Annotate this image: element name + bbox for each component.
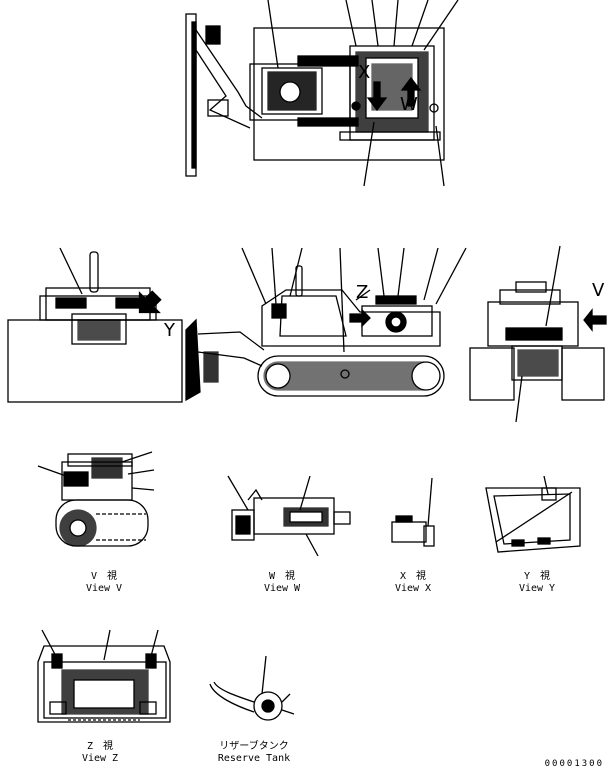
reserve-tank-icon [253, 691, 283, 721]
komatsu-logo [505, 327, 563, 341]
side-view [185, 247, 467, 402]
caption-reserve-tank-jp: リザーブタンク [219, 741, 289, 752]
track [257, 355, 445, 397]
drawing-number: 00001300 [544, 759, 604, 769]
marker-y: Y [164, 320, 175, 341]
arrow-y-icon [138, 290, 162, 314]
marker-z: Z [356, 282, 369, 303]
view-v-drawing [37, 451, 155, 547]
top-outline [253, 27, 445, 161]
view-w-drawing [227, 475, 351, 557]
caption-view-y-jp: Y 視 [523, 571, 551, 582]
caption-view-v-jp: V 視 [90, 571, 118, 582]
rear-track-right [561, 347, 605, 401]
rear-track-left [469, 347, 515, 401]
arrow-w-icon [400, 76, 422, 107]
caption-view-y-en: View Y [518, 583, 556, 594]
view-z-outline [37, 645, 171, 723]
caption-view-w: W 視 View W [264, 571, 300, 595]
marker-v: V [592, 280, 605, 301]
view-x-drawing [391, 477, 435, 547]
top-view [185, 0, 459, 187]
caption-view-w-jp: W 視 [268, 571, 296, 582]
caption-reserve-tank: リザーブタンク Reserve Tank [218, 741, 290, 765]
caption-view-x-jp: X 視 [399, 571, 427, 582]
view-z-drawing [37, 629, 171, 723]
marker-w: W [400, 94, 418, 115]
caption-view-z-en: View Z [81, 753, 119, 764]
blade-arm-lower [195, 49, 251, 129]
view-y-drawing [485, 475, 581, 553]
caption-view-x-en: View X [394, 583, 432, 594]
caption-view-z: Z 視 View Z [82, 741, 118, 765]
caption-view-y: Y 視 View Y [519, 571, 555, 595]
caption-view-v: V 視 View V [86, 571, 122, 595]
caption-reserve-tank-en: Reserve Tank [217, 753, 291, 764]
rear-view [469, 245, 607, 423]
arrow-v-icon [583, 308, 607, 332]
body-side [261, 289, 441, 347]
arrow-x-icon [366, 81, 388, 112]
exhaust-pipe [89, 251, 99, 293]
caption-view-x: X 視 View X [395, 571, 431, 595]
arrow-z-icon [349, 308, 371, 328]
front-view [7, 247, 183, 403]
marker-x: X [358, 62, 371, 83]
caption-view-w-en: View W [263, 583, 301, 594]
caption-view-z-jp: Z 視 [86, 741, 114, 752]
reserve-tank-drawing [209, 655, 295, 721]
caption-view-v-en: View V [85, 583, 123, 594]
side-blade [185, 318, 201, 402]
